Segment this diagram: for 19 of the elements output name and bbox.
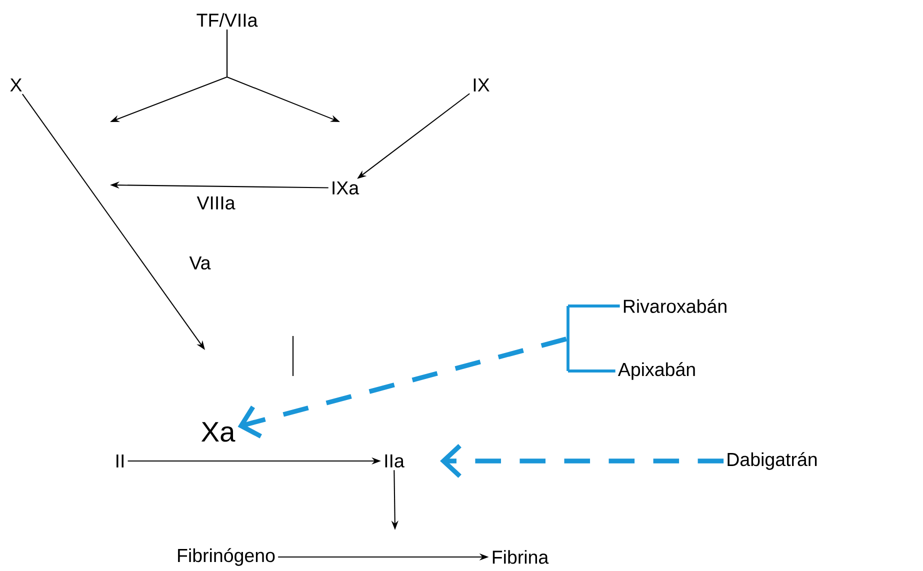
- factor-label: X: [10, 78, 22, 92]
- bracket-bar: [566, 306, 570, 371]
- connector-line: [568, 304, 620, 308]
- arrow: [238, 336, 567, 438]
- factor-label: Dabigatrán: [728, 452, 817, 470]
- arrow: [440, 444, 724, 478]
- factor-label: IX: [474, 78, 490, 92]
- factor-label: Fibrina: [492, 550, 549, 564]
- cofactor-label: VIIIa: [196, 196, 236, 210]
- factor-label: Xa: [201, 422, 236, 442]
- cofactor-label: Va: [189, 256, 211, 270]
- connector-line: [568, 370, 616, 372]
- factor-label: Apixabán: [618, 362, 695, 380]
- factor-label: IXa: [332, 181, 360, 195]
- factor-label: TF/VIIa: [196, 13, 258, 27]
- factor-label: Rivaroxabán: [624, 299, 726, 313]
- factor-label: IIa: [385, 454, 404, 468]
- factor-label: Fibrinógeno: [178, 548, 275, 566]
- factor-label: II: [116, 454, 124, 468]
